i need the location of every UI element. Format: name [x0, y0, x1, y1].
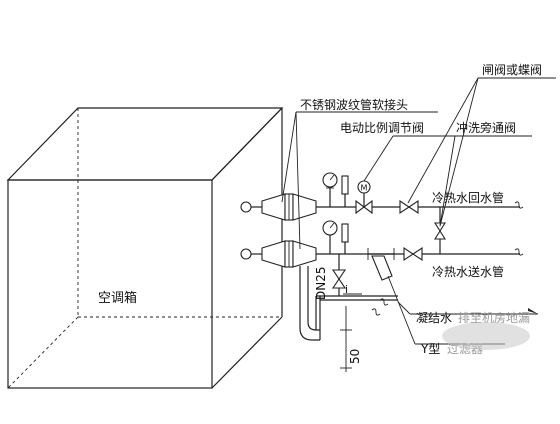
thermometer-icon [341, 223, 349, 254]
gate-valve-icon [399, 199, 419, 215]
flex-joint-icon [261, 240, 317, 268]
gate-valve-icon [403, 246, 423, 262]
drain-size-label: DN25 [314, 267, 328, 301]
pressure-gauge-icon [322, 172, 338, 207]
control-valve-label: 电动比例调节阀 [340, 121, 424, 135]
break-mark-icon [514, 248, 524, 256]
supply-line [240, 220, 524, 281]
flex-joint-icon [261, 193, 317, 221]
callout-leaders [281, 77, 556, 345]
flush-bypass-valve [434, 207, 446, 254]
return-pipe-label: 冷热水回水管 [432, 190, 504, 205]
condensate-drain: DN25 i 50 [299, 254, 398, 372]
svg-text:M: M [361, 184, 368, 193]
flex-joint-label: 不锈钢波纹管软接头 [300, 97, 408, 112]
pressure-gauge-icon [322, 220, 338, 254]
thermometer-icon [341, 175, 349, 207]
flush-bypass-valve-label: 冲洗旁通阀 [456, 120, 516, 135]
watermark [442, 322, 530, 350]
condensate-label: 凝结水 [416, 310, 452, 325]
dimension-label: 50 [348, 349, 362, 364]
control-valve-icon: M [355, 180, 373, 215]
slope-label: i [345, 283, 348, 296]
strainer-label: Y型 [420, 342, 440, 356]
break-mark-icon [379, 298, 389, 306]
condensate-suffix-label: 排至机房地漏 [458, 310, 530, 325]
air-handling-unit-box: 空调箱 [6, 107, 284, 389]
box-label: 空调箱 [98, 290, 137, 306]
gate-butterfly-valve-label: 闸阀或蝶阀 [482, 62, 542, 77]
break-mark-icon [514, 201, 524, 209]
supply-pipe-label: 冷热水送水管 [432, 264, 504, 279]
y-strainer-icon [367, 248, 395, 281]
